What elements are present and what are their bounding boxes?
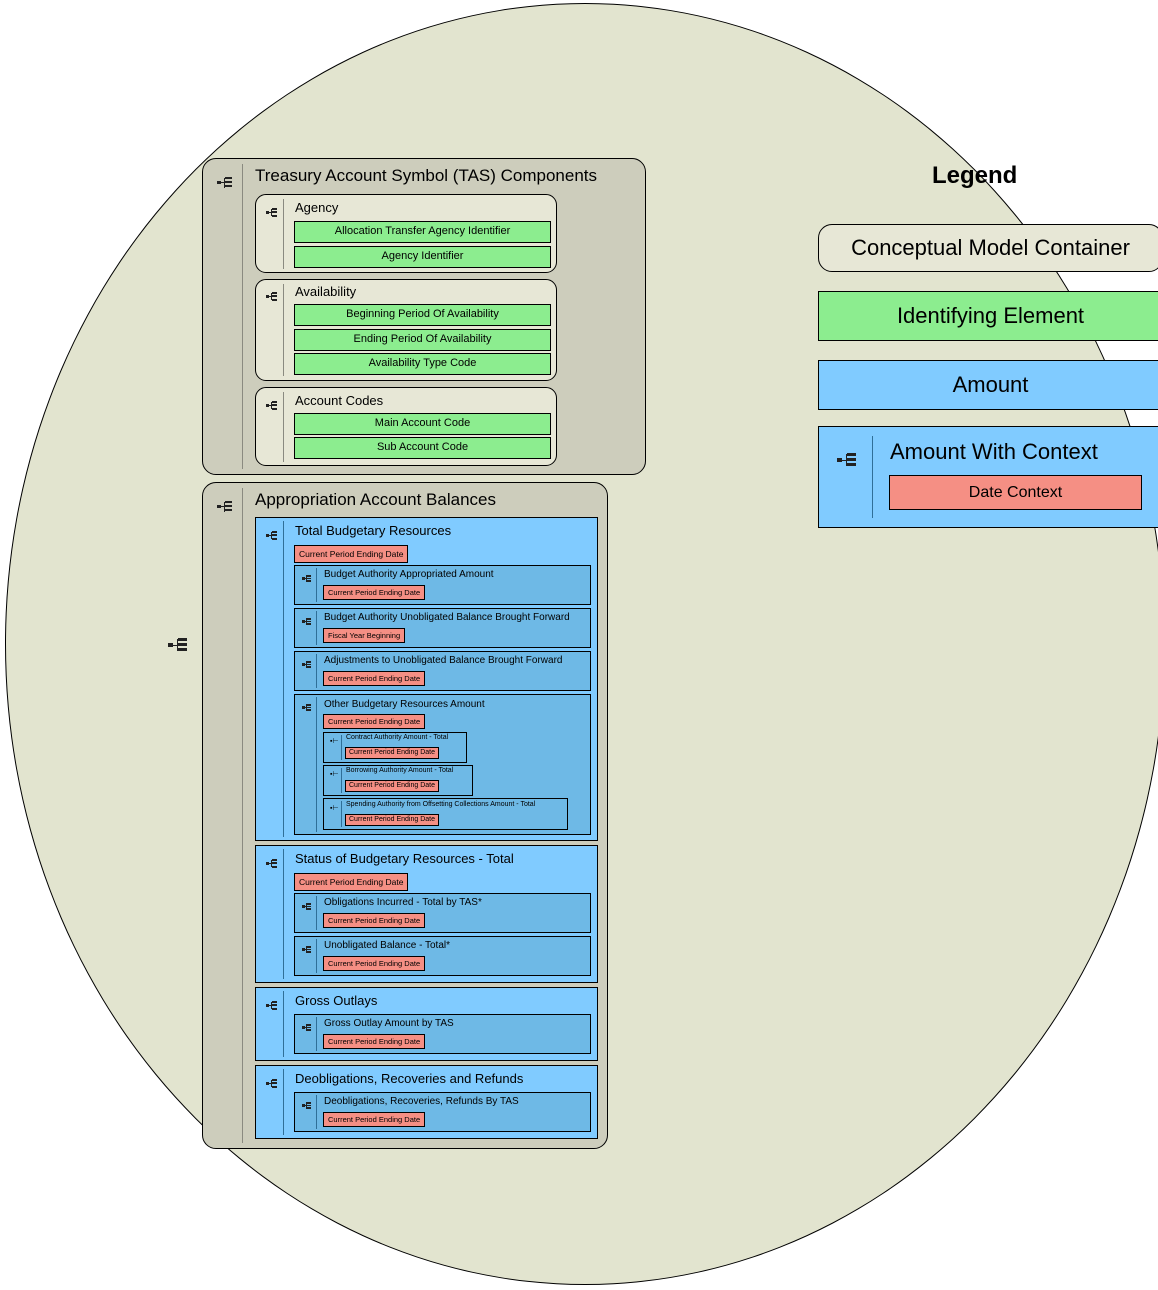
legend-container: Conceptual Model Container <box>818 224 1158 272</box>
amount-title: Contract Authority Amount - Total <box>346 734 449 741</box>
legend-amount: Amount <box>818 360 1158 410</box>
date-context: Fiscal Year Beginning <box>323 628 406 643</box>
amount-title: Other Budgetary Resources Amount <box>324 699 485 710</box>
identifying-element: Ending Period Of Availability <box>294 329 551 351</box>
legend-title: Legend <box>932 162 1018 189</box>
deob-title: Deobligations, Recoveries and Refunds <box>295 1071 524 1086</box>
date-context: Current Period Ending Date <box>323 1112 426 1127</box>
agency-title: Agency <box>295 200 339 215</box>
amount-title: Budget Authority Unobligated Balance Bro… <box>324 612 570 623</box>
date-context: Current Period Ending Date <box>323 1034 426 1049</box>
amount-title: Spending Authority from Offsetting Colle… <box>346 801 536 808</box>
amount-title: Unobligated Balance - Total* <box>324 940 451 951</box>
balances-title: Appropriation Account Balances <box>255 490 496 509</box>
amount-title: Adjustments to Unobligated Balance Broug… <box>324 655 563 666</box>
amount-title: Budget Authority Appropriated Amount <box>324 569 494 580</box>
amount-title: Borrowing Authority Amount - Total <box>346 767 454 774</box>
hierarchy-icon[interactable]: ▪⊢ <box>330 805 339 812</box>
identifying-element: Availability Type Code <box>294 353 551 375</box>
amount-title: Obligations Incurred - Total by TAS* <box>324 897 482 908</box>
hierarchy-icon[interactable]: ▪⊢ <box>330 771 339 778</box>
date-context: Current Period Ending Date <box>323 956 426 971</box>
date-context: Current Period Ending Date <box>323 671 426 686</box>
date-context: Current Period Ending Date <box>294 545 409 563</box>
tas-title: Treasury Account Symbol (TAS) Components <box>255 166 598 185</box>
identifying-element: Sub Account Code <box>294 437 551 459</box>
date-context: Current Period Ending Date <box>323 913 426 928</box>
amount-title: Deobligations, Recoveries, Refunds By TA… <box>324 1096 519 1107</box>
legend-identifying: Identifying Element <box>818 291 1158 341</box>
identifying-element: Agency Identifier <box>294 246 551 268</box>
total-budgetary-title: Total Budgetary Resources <box>295 523 452 538</box>
identifying-element: Allocation Transfer Agency Identifier <box>294 221 551 243</box>
date-context: Current Period Ending Date <box>345 747 439 759</box>
date-context: Current Period Ending Date <box>345 814 439 826</box>
date-context: Current Period Ending Date <box>323 714 426 729</box>
identifying-element: Main Account Code <box>294 413 551 435</box>
identifying-element: Beginning Period Of Availability <box>294 304 551 326</box>
account-codes-title: Account Codes <box>295 393 384 408</box>
hierarchy-icon[interactable]: ▪⊢ <box>330 738 339 745</box>
legend-amount-with-context-title: Amount With Context <box>890 439 1098 464</box>
status-title: Status of Budgetary Resources - Total <box>295 851 514 866</box>
date-context: Current Period Ending Date <box>323 585 426 600</box>
date-context: Current Period Ending Date <box>345 780 439 792</box>
amount-title: Gross Outlay Amount by TAS <box>324 1018 454 1029</box>
date-context: Current Period Ending Date <box>294 873 409 891</box>
availability-title: Availability <box>295 284 357 299</box>
legend-date-context: Date Context <box>889 475 1142 510</box>
gross-title: Gross Outlays <box>295 993 378 1008</box>
